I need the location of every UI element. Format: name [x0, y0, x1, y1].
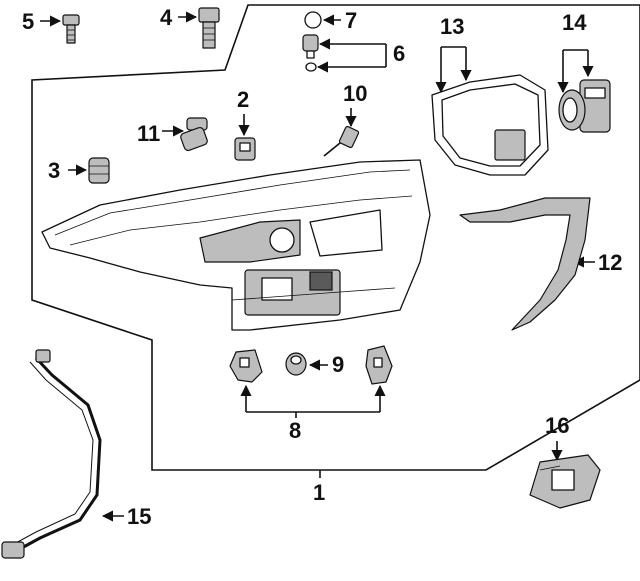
gasket-13 — [431, 74, 549, 176]
screw-5 — [62, 14, 80, 44]
callout-11: 11 — [137, 121, 160, 146]
module-14 — [558, 79, 611, 133]
bracket-8-left — [229, 349, 263, 383]
grommet-3 — [88, 157, 110, 184]
bracket-16 — [529, 454, 601, 509]
callout-2: 2 — [237, 87, 249, 112]
bracket-8-right — [365, 345, 393, 385]
connector-2 — [234, 137, 256, 161]
harness-15 — [1, 349, 102, 559]
callout-4: 4 — [160, 5, 173, 30]
callout-16: 16 — [545, 413, 569, 438]
callout-12: 12 — [598, 250, 622, 275]
bulb-10 — [323, 125, 360, 157]
callout-7: 7 — [345, 8, 357, 33]
bolt-4 — [198, 7, 220, 49]
callout-9: 9 — [332, 352, 344, 377]
socket-11 — [180, 117, 208, 152]
plug-9 — [285, 352, 307, 376]
callout-6: 6 — [393, 41, 405, 66]
callout-10: 10 — [343, 81, 367, 106]
callout-8: 8 — [289, 418, 301, 443]
assembly-boundary — [31, 4, 640, 471]
callout-1: 1 — [313, 480, 325, 505]
callout-14: 14 — [562, 10, 587, 35]
cap-7 — [304, 11, 322, 29]
callout-3: 3 — [48, 158, 60, 183]
bulb-socket-6 — [302, 34, 319, 72]
callout-5: 5 — [22, 9, 34, 34]
callout-15: 15 — [127, 504, 151, 529]
callout-13: 13 — [440, 14, 464, 39]
trim-12 — [459, 197, 591, 331]
headlamp-housing-1 — [41, 159, 431, 331]
